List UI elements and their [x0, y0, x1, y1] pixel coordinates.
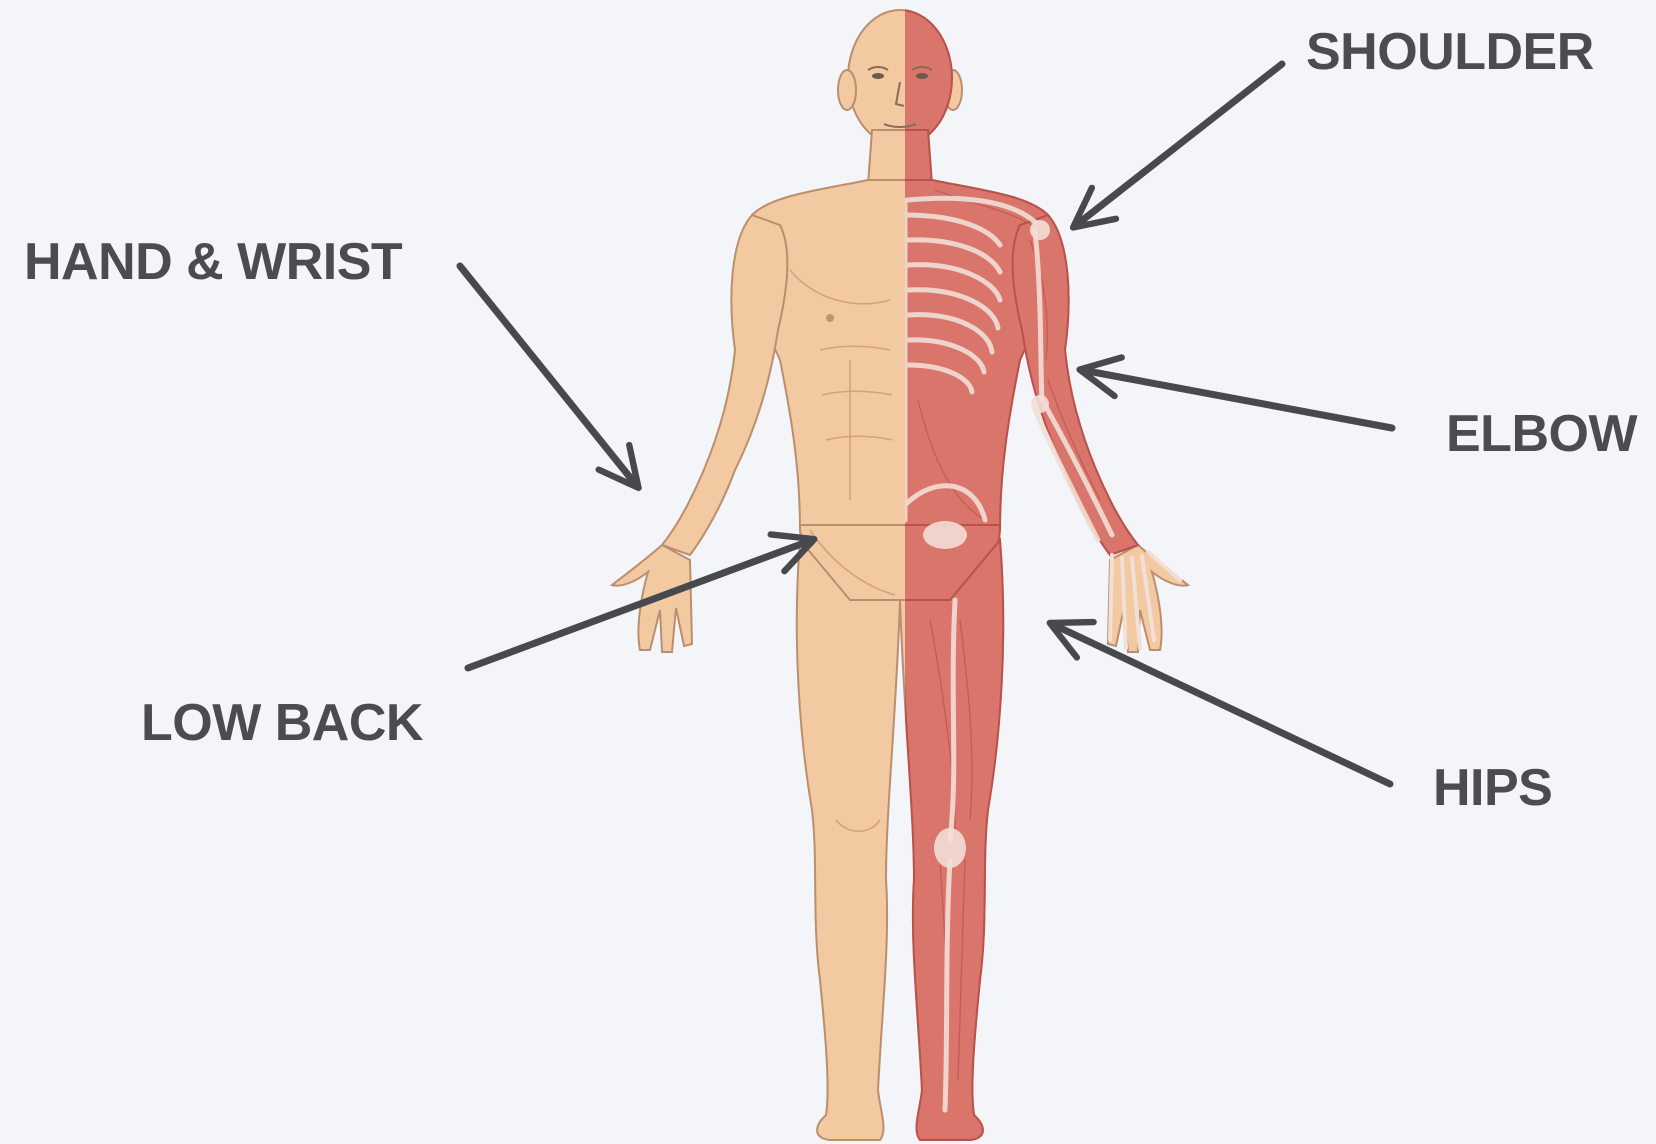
- label-hand-wrist: HAND & WRIST: [24, 236, 402, 288]
- arrow-elbow: [1082, 370, 1392, 428]
- left-leg: [797, 540, 900, 1140]
- label-elbow: ELBOW: [1446, 408, 1637, 460]
- label-hips: HIPS: [1433, 762, 1552, 814]
- arrow-hand-wrist: [460, 266, 637, 486]
- skin-body: [612, 10, 1188, 1140]
- label-low-back: LOW BACK: [141, 697, 423, 749]
- left-ear: [838, 70, 856, 110]
- arrow-shoulder: [1075, 64, 1282, 226]
- arrow-hips: [1052, 624, 1390, 784]
- left-arm: [662, 215, 787, 555]
- label-shoulder: SHOULDER: [1306, 26, 1594, 78]
